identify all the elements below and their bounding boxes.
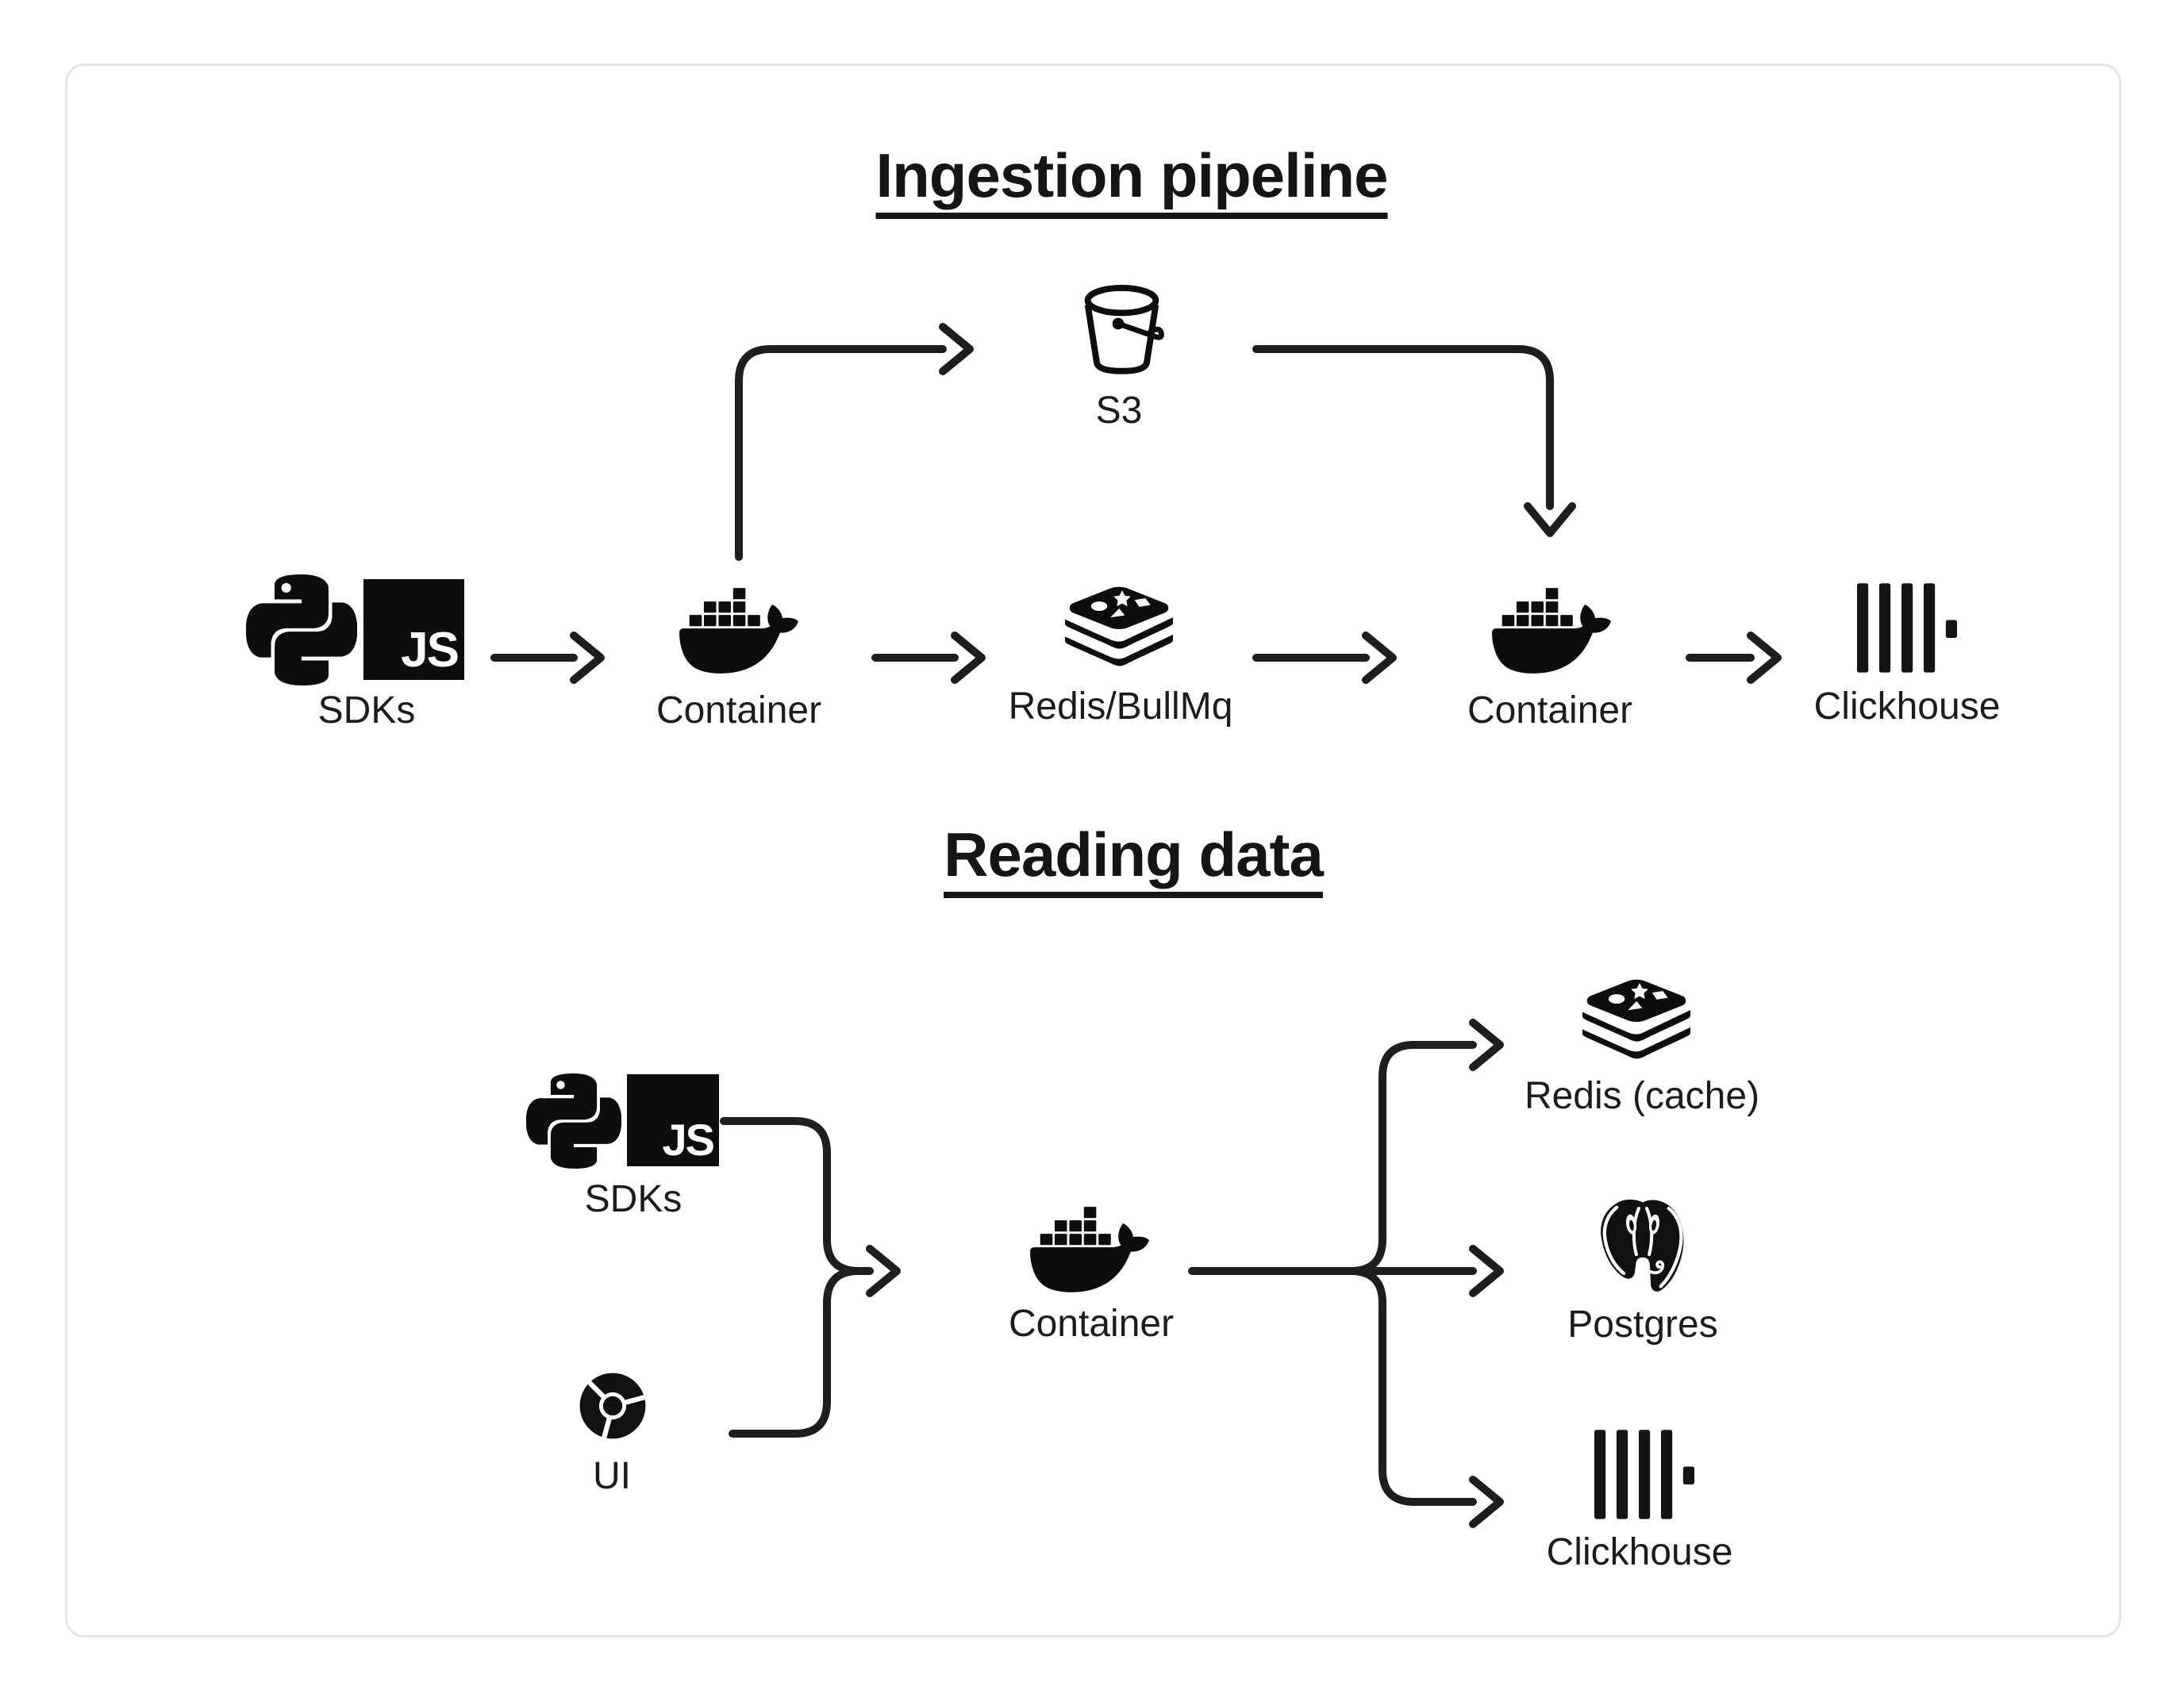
- sdks2-label: SDKs: [584, 1178, 682, 1220]
- postgres-icon: [1593, 1196, 1693, 1297]
- arrow-container-to-postgres: [1188, 1245, 1504, 1297]
- arrow-container1-to-redis: [871, 632, 986, 684]
- clickhouse-label: Clickhouse: [1813, 685, 2001, 728]
- arrow-container1-to-s3: [735, 323, 974, 561]
- arrow-merge-to-container: [855, 1245, 901, 1297]
- s3-label: S3: [1095, 390, 1143, 432]
- wire-sdks-merge: [720, 1117, 863, 1275]
- docker-container-icon: [1030, 1190, 1149, 1309]
- reading-title: Reading data: [944, 820, 1324, 889]
- chrome-browser-icon: [577, 1370, 648, 1442]
- python-icon: [246, 574, 357, 685]
- container3-label: Container: [1008, 1303, 1175, 1345]
- docker-container-icon: [679, 571, 798, 690]
- redis-bullmq-label: Redis/BullMq: [1008, 685, 1233, 728]
- ui-label: UI: [593, 1455, 631, 1497]
- ingestion-title: Ingestion pipeline: [875, 140, 1388, 210]
- clickhouse2-label: Clickhouse: [1546, 1531, 1733, 1573]
- javascript-icon: JS: [363, 579, 464, 680]
- sdks-label: SDKs: [317, 689, 416, 731]
- arrow-container-to-redis-cache: [1347, 1019, 1504, 1275]
- arrow-s3-to-container2: [1252, 345, 1576, 537]
- arrow-sdks-to-container1: [490, 632, 605, 684]
- arrow-container2-to-clickhouse: [1686, 632, 1782, 684]
- container2-label: Container: [1467, 689, 1633, 731]
- wire-ui-merge: [729, 1267, 863, 1438]
- container1-label: Container: [656, 689, 822, 731]
- python-icon: [526, 1073, 621, 1169]
- redis-cache-icon: [1582, 976, 1690, 1062]
- postgres-label: Postgres: [1567, 1304, 1718, 1346]
- docker-container-icon: [1492, 571, 1611, 690]
- arrow-container-to-clickhouse2: [1347, 1267, 1504, 1528]
- redis-icon: [1065, 583, 1173, 669]
- s3-bucket-icon: [1077, 282, 1167, 380]
- clickhouse-icon: [1594, 1428, 1694, 1523]
- arrow-redis-to-container2: [1252, 632, 1397, 684]
- javascript-icon: JS: [627, 1074, 719, 1166]
- redis-cache-label: Redis (cache): [1524, 1075, 1760, 1117]
- clickhouse-icon: [1857, 582, 1957, 677]
